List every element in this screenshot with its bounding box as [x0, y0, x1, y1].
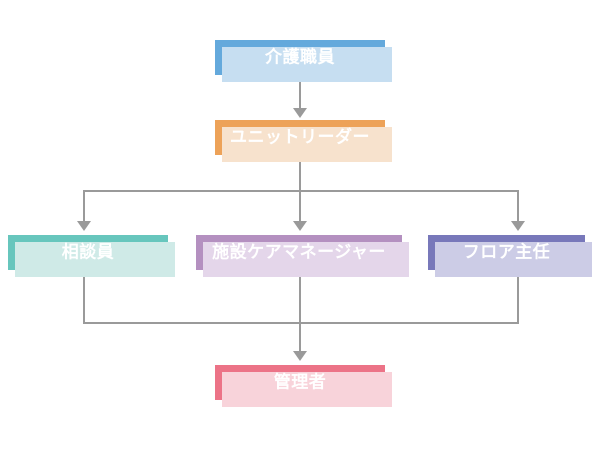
arrow-into-floor-chief	[511, 221, 525, 231]
node-administrator[interactable]: 管理者	[215, 365, 392, 407]
node-care-staff-label: 介護職員	[265, 47, 335, 67]
node-floor-chief[interactable]: フロア主任	[428, 235, 592, 277]
arrow-into-facility-care-manager	[293, 221, 307, 231]
node-care-staff[interactable]: 介護職員	[215, 40, 392, 82]
connector-floor-chief-down	[517, 270, 519, 324]
node-counselor[interactable]: 相談員	[8, 235, 175, 277]
connector-branch-right	[517, 190, 519, 223]
node-counselor-label: 相談員	[61, 242, 115, 262]
node-unit-leader-label: ユニットリーダー	[230, 127, 370, 147]
connector-branch-center	[299, 190, 301, 223]
connector-administrator-stem	[299, 270, 301, 353]
arrow-into-counselor	[77, 221, 91, 231]
connector-counselor-down	[83, 270, 85, 324]
node-administrator-label: 管理者	[273, 372, 327, 392]
node-unit-leader[interactable]: ユニットリーダー	[215, 120, 392, 162]
connector-merge-bar	[83, 322, 519, 324]
connector-care-staff-to-unit-leader	[299, 75, 301, 110]
node-facility-care-manager-label: 施設ケアマネージャー	[212, 242, 386, 262]
connector-branch-left	[83, 190, 85, 223]
connector-branch-bar	[83, 190, 519, 192]
arrow-into-administrator	[293, 351, 307, 361]
arrow-into-unit-leader	[293, 108, 307, 118]
node-facility-care-manager[interactable]: 施設ケアマネージャー	[196, 235, 409, 277]
connector-unit-leader-stem	[299, 155, 301, 191]
node-floor-chief-label: フロア主任	[462, 242, 551, 262]
